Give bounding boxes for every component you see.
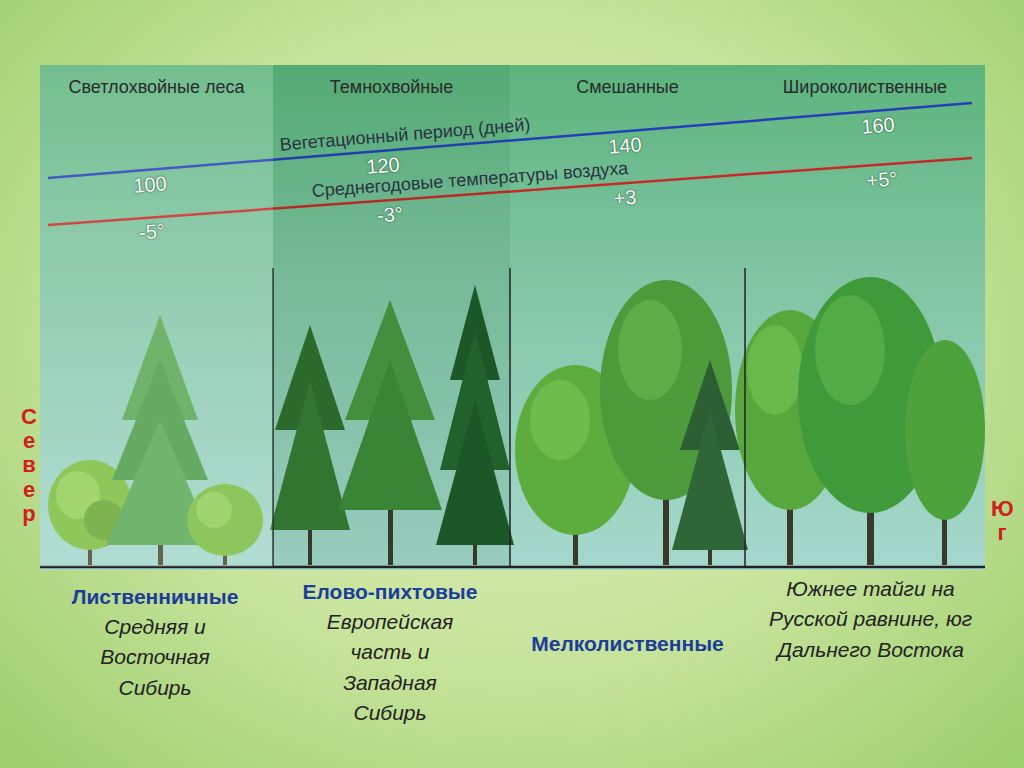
value-label: 160 — [860, 113, 895, 139]
forest-zone-band: Широколиственные — [745, 65, 985, 567]
region-note: Европейская часть и Западная Сибирь — [305, 607, 475, 729]
value-label: -3° — [376, 203, 403, 228]
panel-ground — [40, 65, 985, 570]
broadleaf-trees — [735, 277, 985, 565]
value-label: -5° — [138, 220, 165, 245]
zone-heading: Смешанные — [510, 65, 745, 98]
value-label: 100 — [132, 172, 167, 198]
value-label: 140 — [607, 133, 642, 159]
forest-type: Лиственничные — [45, 585, 265, 609]
region-note: Средняя и Восточная Сибирь — [75, 612, 235, 703]
zone-heading: Темнохвойные — [273, 65, 510, 98]
zone-heading: Светлохвойные леса — [40, 65, 273, 98]
forest-type: Мелколиственные — [510, 632, 745, 656]
direction-label: Север — [18, 405, 40, 526]
direction-label: Юг — [991, 497, 1013, 545]
value-label: +5° — [866, 167, 898, 192]
forest-type: Елово-пихтовые — [280, 580, 500, 604]
zone-heading: Широколиственные — [745, 65, 985, 98]
value-label: +3 — [613, 186, 637, 211]
forest-zone-band: Светлохвойные леса — [40, 65, 273, 567]
region-note: Южнее тайги на Русской равнине, юг Дальн… — [768, 574, 973, 665]
mixed-trees — [515, 280, 748, 565]
zone-divider — [744, 268, 746, 567]
